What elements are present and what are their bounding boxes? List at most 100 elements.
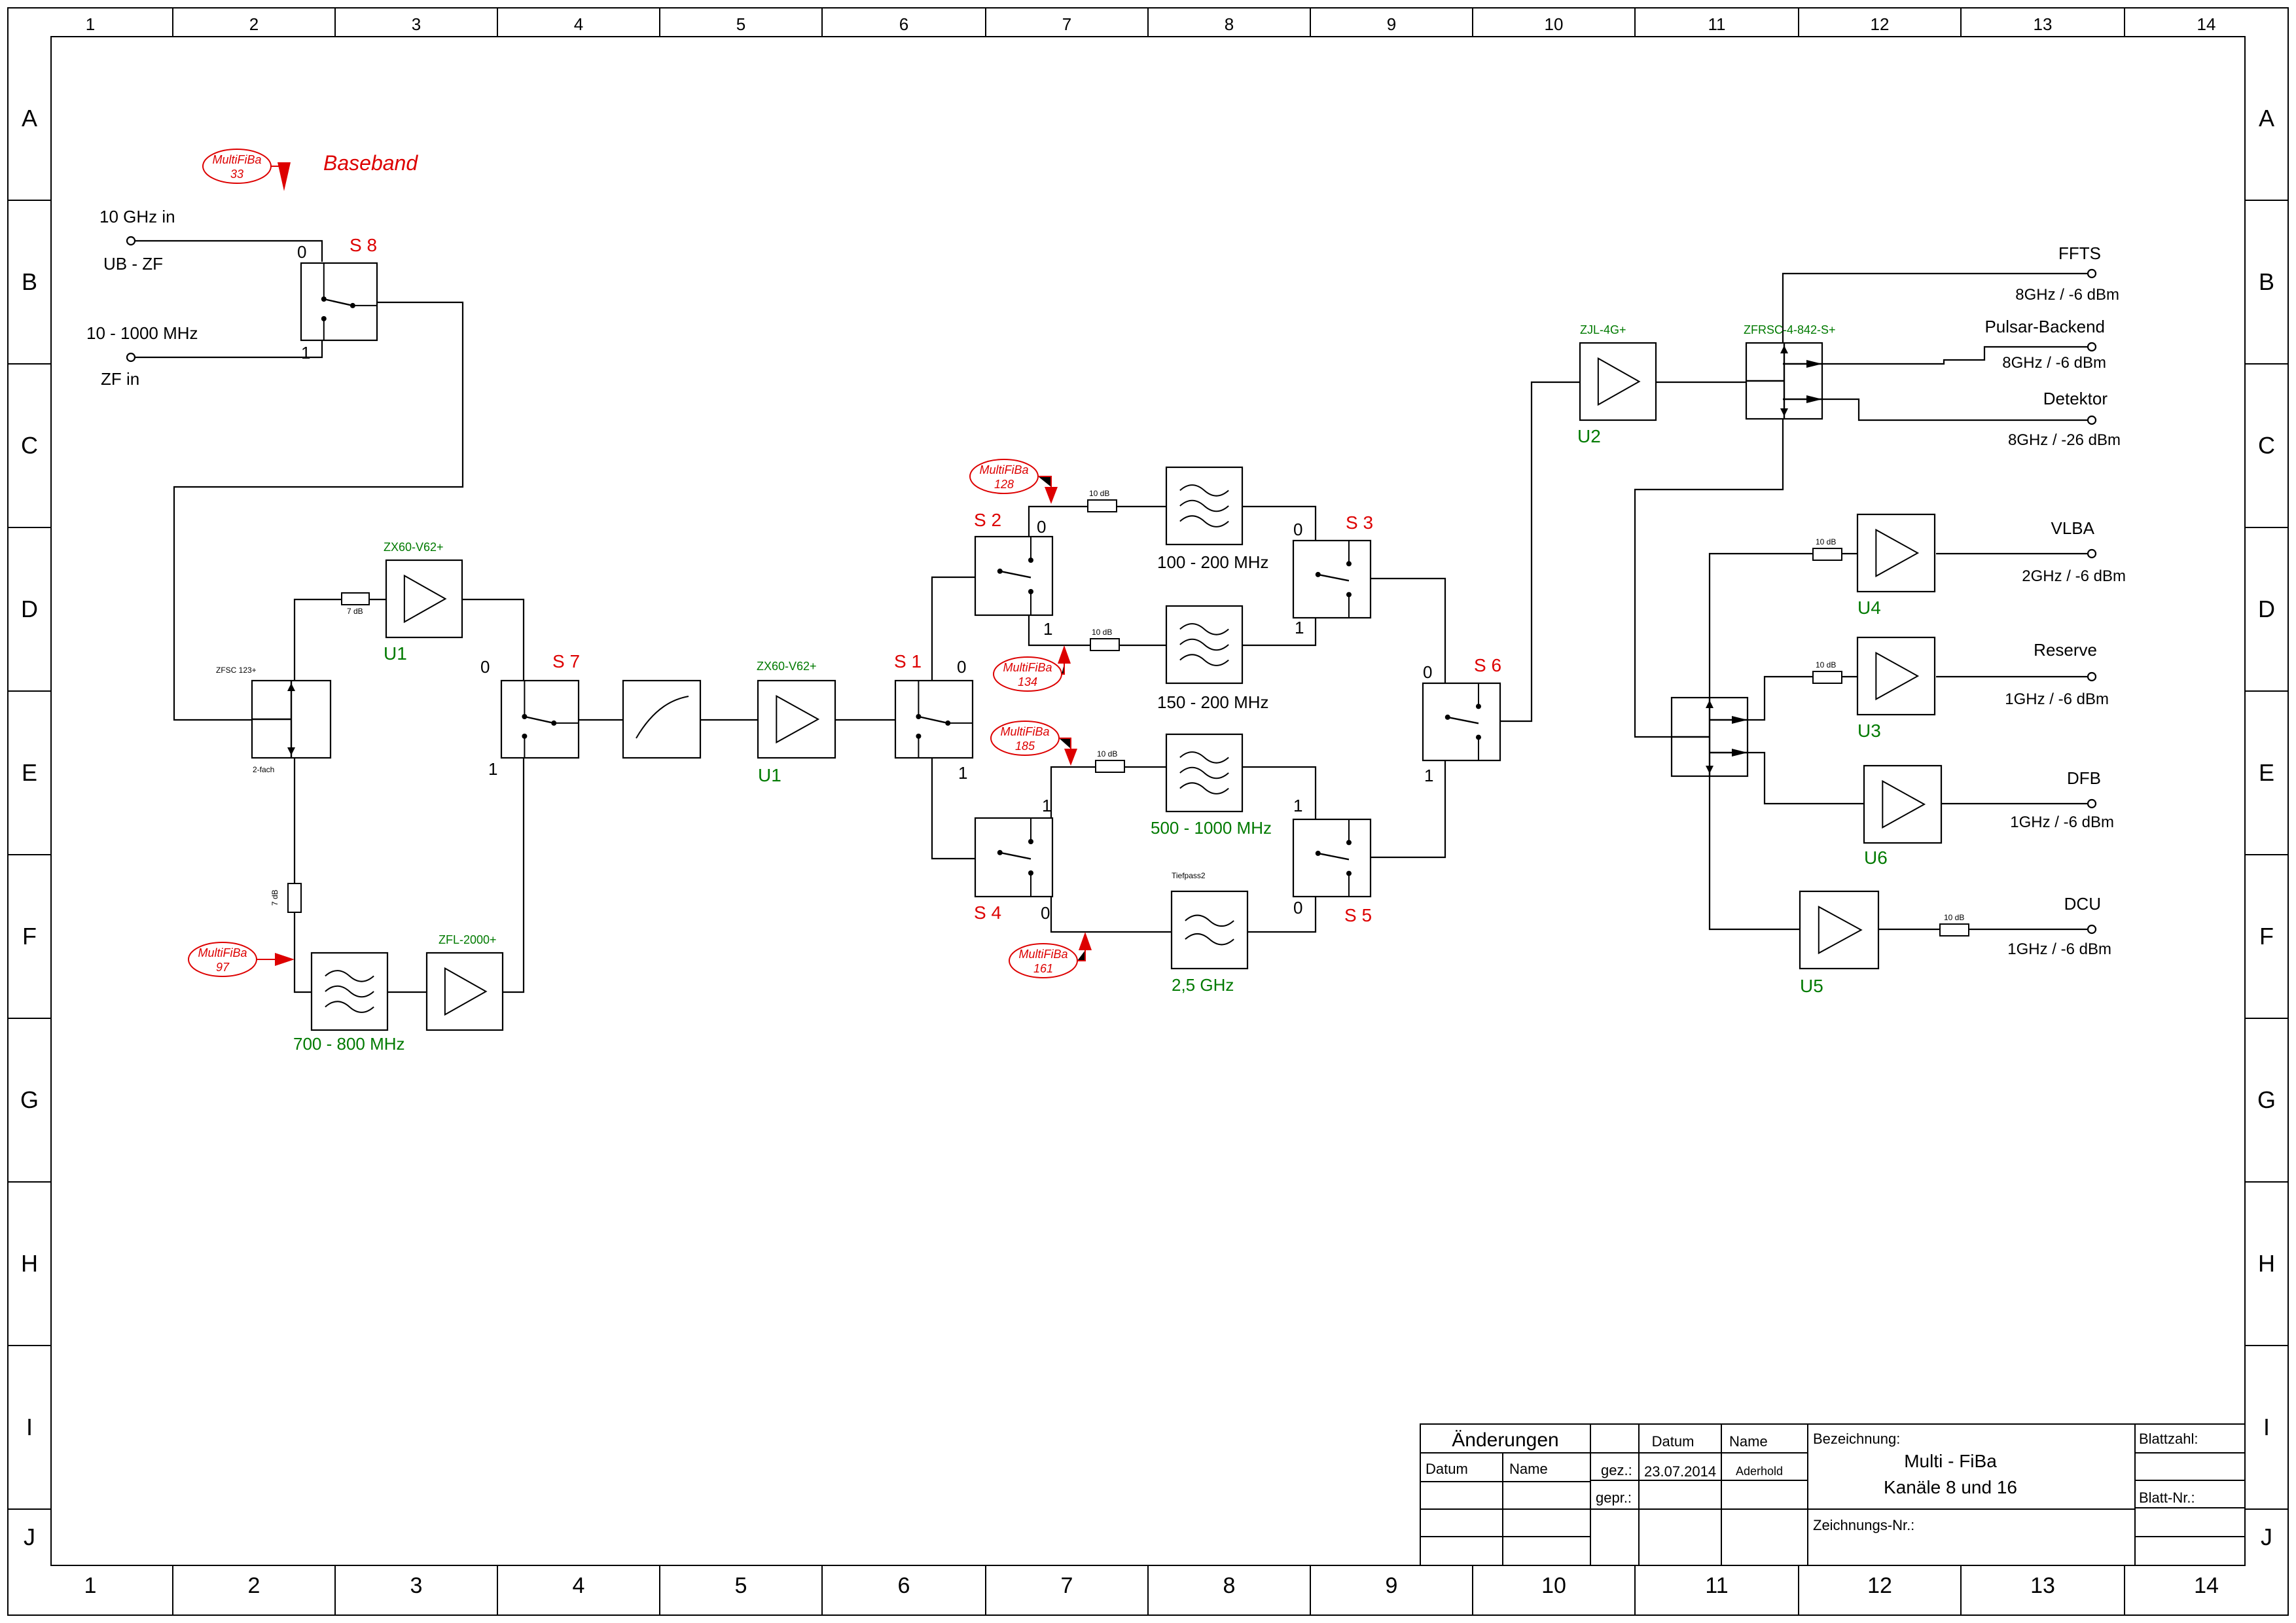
switch-s8 — [300, 262, 378, 342]
filter-wave — [1179, 782, 1229, 794]
switch-port-label: 0 — [480, 657, 490, 677]
tag-line1: MultiFiBa — [1018, 948, 1067, 961]
amp-box — [1856, 513, 1936, 593]
column-label: 6 — [898, 1573, 910, 1598]
row-label: E — [2259, 759, 2274, 786]
filter-label: 100 - 200 MHz — [1157, 552, 1269, 572]
switch-name: S 5 — [1344, 905, 1372, 925]
attenuator-label: 7 dB — [270, 889, 279, 906]
switch-port-label: 0 — [1423, 662, 1432, 682]
sheet-number-label: Blatt-Nr.: — [2139, 1489, 2195, 1506]
amplifier-u6 — [1863, 764, 1943, 844]
switch-port-label: 1 — [958, 763, 967, 783]
red-arrow-icon — [1064, 749, 1077, 766]
column-label: 11 — [1705, 1573, 1728, 1598]
filter-box — [1170, 890, 1249, 970]
arrow-icon — [287, 747, 295, 755]
switch-blade — [524, 715, 554, 724]
red-arrow-icon — [275, 953, 295, 966]
filter-wave — [325, 1001, 374, 1013]
amp-name: U6 — [1864, 847, 1888, 868]
output-name: Pulsar-Backend — [1984, 317, 2105, 336]
switch-s2 — [974, 535, 1054, 616]
tag-line1: MultiFiBa — [198, 946, 247, 959]
sheet-count-label: Blattzahl: — [2139, 1431, 2198, 1447]
filter-wave — [325, 970, 374, 982]
input-label: 10 GHz in — [99, 207, 175, 226]
amp-box — [385, 559, 463, 639]
amp-triangle — [1818, 905, 1863, 955]
amp-box — [425, 952, 504, 1031]
filter-wave — [1179, 766, 1229, 779]
switch-contact — [916, 733, 922, 739]
switch-blade — [999, 851, 1031, 860]
attenuator-10db — [1939, 923, 1969, 936]
column-label: 6 — [899, 14, 908, 34]
column-label: 7 — [1061, 1573, 1073, 1598]
tag-line1: MultiFiBa — [1000, 725, 1049, 738]
switch-name: S 3 — [1346, 512, 1373, 533]
amp-name: U2 — [1577, 426, 1601, 446]
amplifier-u5 — [1799, 890, 1880, 970]
tag-connector — [1038, 476, 1052, 487]
red-arrow-icon — [278, 162, 291, 191]
attenuator-label: 7 dB — [347, 607, 363, 616]
column-label: 4 — [573, 1573, 585, 1598]
switch-port-label: 0 — [957, 657, 966, 677]
filter-wave — [1179, 515, 1229, 527]
attenuator-label: 10 dB — [1816, 537, 1836, 546]
attenuator-label: 10 dB — [1816, 660, 1836, 669]
attenuator-10db — [1087, 499, 1117, 512]
column-label: 4 — [574, 14, 583, 34]
column-label: 8 — [1225, 14, 1234, 34]
column-label: 5 — [736, 14, 745, 34]
row-label: G — [20, 1086, 39, 1113]
attenuator-label: 10 dB — [1092, 628, 1112, 637]
tag-line2: 185 — [1015, 740, 1035, 753]
switch-s3 — [1292, 539, 1372, 619]
amp-triangle — [1597, 357, 1641, 406]
filter-label: 2,5 GHz — [1172, 975, 1234, 995]
attenuator-label: 10 dB — [1097, 749, 1117, 758]
input-label: ZF in — [101, 369, 139, 389]
switch-port-label: 1 — [1295, 618, 1304, 637]
switch-blade — [1447, 716, 1479, 724]
splitter-right — [1745, 342, 1823, 420]
output-level: 2GHz / -6 dBm — [2022, 567, 2126, 585]
arrow-icon — [1780, 346, 1788, 353]
switch-pivot — [1444, 714, 1450, 720]
row-label: I — [26, 1414, 33, 1440]
input-label: 10 - 1000 MHz — [86, 323, 198, 343]
amp-triangle — [444, 967, 488, 1016]
filter-700-800 — [310, 952, 389, 1031]
amplifier-u3 — [1856, 636, 1936, 716]
attenuator-10db — [1090, 638, 1120, 651]
row-label: C — [2258, 432, 2275, 459]
row-label: C — [21, 432, 38, 459]
amp-name: U3 — [1857, 721, 1881, 741]
column-label: 2 — [249, 14, 259, 34]
column-label: 14 — [2197, 14, 2216, 34]
row-label: H — [2258, 1250, 2275, 1277]
arrow-icon — [1732, 749, 1748, 757]
output-level: 1GHz / -6 dBm — [2007, 940, 2111, 958]
switch-name: S 6 — [1474, 655, 1501, 675]
output-name: Reserve — [2034, 640, 2097, 660]
switch-port-label: 0 — [1293, 520, 1302, 539]
arrow-icon — [1706, 700, 1713, 708]
amplifier-zfl — [425, 952, 504, 1031]
amp-box — [1863, 764, 1943, 844]
column-label: 11 — [1708, 14, 1726, 34]
column-label: 9 — [1386, 1573, 1398, 1598]
switch-pivot — [997, 568, 1003, 574]
amp-name: U1 — [758, 765, 781, 785]
column-label: 7 — [1062, 14, 1071, 34]
switch-port-label: 1 — [1042, 796, 1051, 815]
switch-blade — [1318, 852, 1350, 861]
column-label: 10 — [1545, 14, 1564, 34]
part-label: ZJL-4G+ — [1580, 323, 1626, 336]
switch-contact — [321, 315, 327, 321]
